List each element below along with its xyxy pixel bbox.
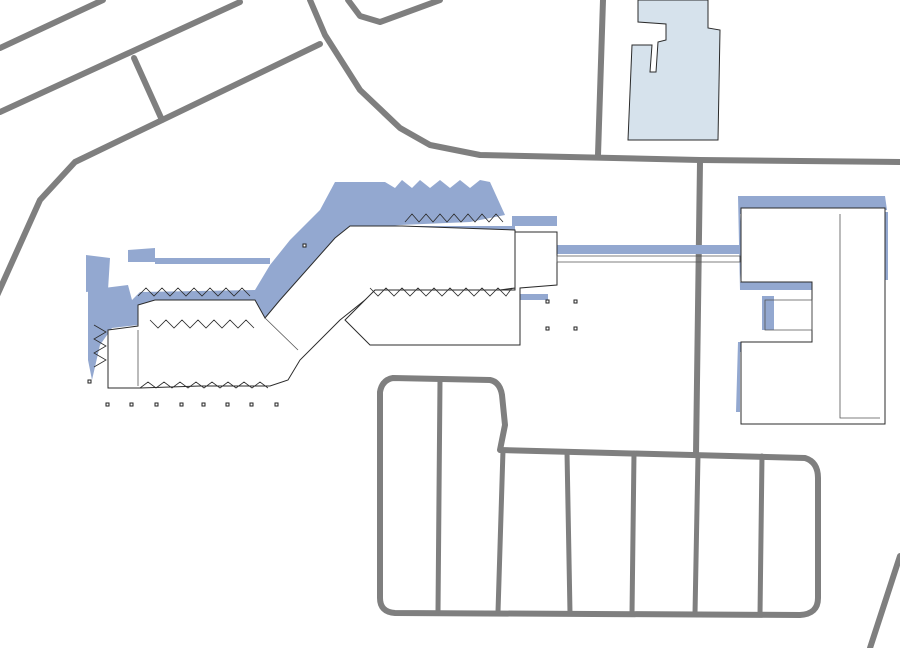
zigzag-west-upper <box>137 287 251 297</box>
zigzag-south <box>139 381 269 389</box>
parking-divider-3 <box>564 449 573 616</box>
shadow-east-cap <box>512 216 557 226</box>
shadow-east-building <box>738 196 887 290</box>
column-marker <box>302 243 307 248</box>
column-markers <box>87 243 578 407</box>
road-nw-middle <box>0 0 243 115</box>
zigzag-north-lower <box>369 287 513 297</box>
parking-lot-outline <box>377 375 821 618</box>
parking-lot <box>377 375 821 618</box>
column-marker <box>274 402 279 407</box>
zigzag-west-lower <box>149 319 255 329</box>
column-marker <box>201 402 206 407</box>
column-marker <box>545 326 550 331</box>
shadow-west-tip <box>86 255 110 292</box>
column-marker <box>573 299 578 304</box>
column-marker <box>225 402 230 407</box>
shadow-corridor <box>557 245 740 254</box>
column-marker <box>129 402 134 407</box>
parking-divider-5 <box>692 452 701 617</box>
main-building-ridge <box>264 317 299 351</box>
east-courtyard <box>764 299 813 331</box>
shadow-courtyard <box>762 296 774 330</box>
road-center-vertical <box>693 159 703 458</box>
road-se-diagonal <box>867 553 900 648</box>
column-marker <box>545 299 550 304</box>
east-building-inner <box>839 214 880 419</box>
corridor-outline <box>556 255 741 263</box>
road-north-vertical <box>595 0 606 158</box>
column-marker <box>154 402 159 407</box>
column-marker <box>179 402 184 407</box>
parking-divider-1 <box>435 377 443 615</box>
east-building-outline <box>740 207 886 425</box>
zigzag-west-end <box>93 324 107 368</box>
shadow-upper-band <box>155 258 270 264</box>
column-marker <box>87 379 92 384</box>
zigzag-north-upper <box>404 213 504 223</box>
building-outlines <box>107 207 886 425</box>
road-top-cap <box>345 0 443 25</box>
shadow-top-cap <box>128 248 155 262</box>
shadow-strip <box>520 294 548 300</box>
shadow-west-wing <box>88 180 505 380</box>
column-marker <box>573 326 578 331</box>
road-nw-upper <box>0 0 106 51</box>
parking-divider-6 <box>757 453 765 618</box>
road-main-curve <box>307 0 900 165</box>
road-nw-diagonal <box>0 41 323 297</box>
column-marker <box>249 402 254 407</box>
roof-zigzag <box>93 213 513 389</box>
column-marker <box>105 402 110 407</box>
road-short-connector <box>131 55 165 123</box>
parking-divider-4 <box>629 450 637 617</box>
parking-divider-2 <box>495 447 506 615</box>
existing-building <box>627 0 721 141</box>
main-building-outline <box>107 225 516 389</box>
